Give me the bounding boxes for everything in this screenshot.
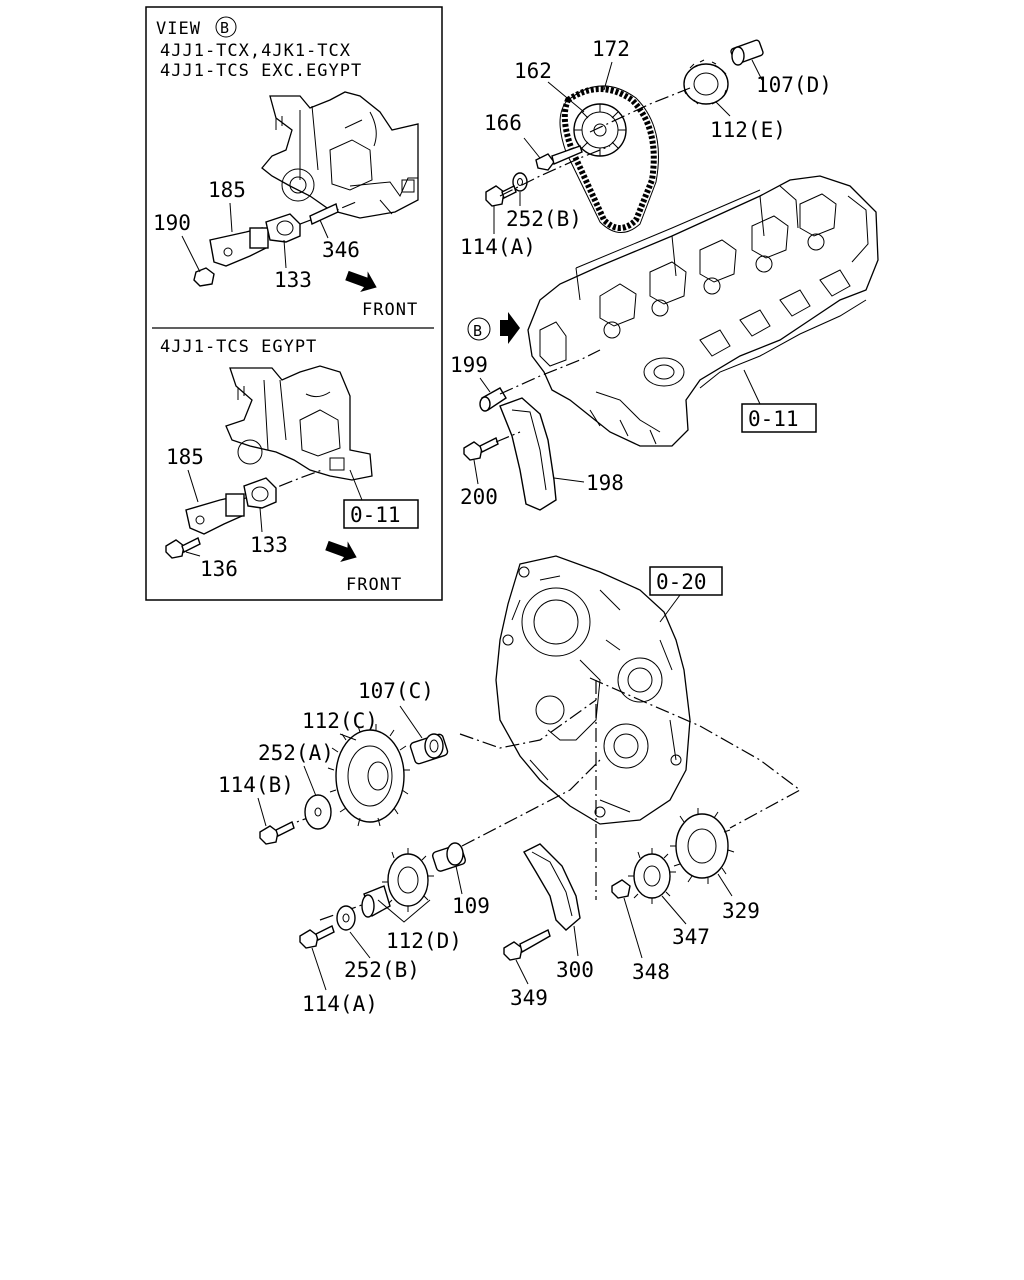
part-107c-bushing <box>409 733 449 765</box>
part-114b-bolt <box>259 821 295 845</box>
cylinder-head <box>527 175 879 447</box>
part-114a-bolt-bottom <box>299 925 335 949</box>
part-136-bolt <box>165 537 201 559</box>
callout-172: 172 <box>592 37 630 61</box>
ref-box-case-label: 0-20 <box>656 570 707 594</box>
callout-114a-top: 114(A) <box>460 235 536 259</box>
part-347-gear <box>628 848 676 904</box>
view-b-inset: VIEW B 4JJ1-TCX,4JK1-TCX 4JJ1-TCS EXC.EG… <box>145 6 443 601</box>
callout-199: 199 <box>450 353 488 377</box>
front-label-bottom: FRONT <box>346 575 402 595</box>
view-b-marker: B <box>473 322 483 340</box>
callout-107c: 107(C) <box>358 679 434 703</box>
part-348-nut <box>611 879 631 899</box>
part-198-chain-guide <box>499 397 557 511</box>
inset-lower-block <box>225 365 373 481</box>
inset-caption-egypt: 4JJ1-TCS EGYPT <box>160 337 317 357</box>
callout-185-bottom: 185 <box>166 445 204 469</box>
view-marker-circle <box>215 16 237 38</box>
callout-166: 166 <box>484 111 522 135</box>
part-112d-gear <box>361 848 434 918</box>
timing-chain-assembly: 172 162 107(D) 166 112(E) 252(B) 114(A) <box>460 37 832 259</box>
callout-112c: 112(C) <box>302 709 378 733</box>
part-329-gear <box>670 808 735 884</box>
part-190-nut <box>193 267 215 287</box>
callout-133-bottom: 133 <box>250 533 288 557</box>
part-200-bolt <box>463 437 499 461</box>
inset-upper-block <box>261 91 419 219</box>
callout-347: 347 <box>672 925 710 949</box>
callout-114b: 114(B) <box>218 773 294 797</box>
front-arrow-bottom-icon <box>325 540 357 563</box>
part-185-bottom <box>185 493 245 535</box>
callout-252b-top: 252(B) <box>506 207 582 231</box>
callout-346: 346 <box>322 238 360 262</box>
callout-112d: 112(D) <box>386 929 462 953</box>
part-349-bolt <box>503 929 551 961</box>
view-b-marker-circle <box>467 317 491 341</box>
part-252a-washer <box>304 794 332 830</box>
callout-252b-bottom: 252(B) <box>344 958 420 982</box>
timing-chain <box>561 86 657 231</box>
callout-185-top: 185 <box>208 178 246 202</box>
view-marker: B <box>220 19 230 37</box>
callout-112e: 112(E) <box>710 118 786 142</box>
ref-box-inset-label: 0-11 <box>350 503 401 527</box>
front-arrow-top-icon <box>345 270 377 293</box>
view-label: VIEW <box>156 19 201 39</box>
inset-caption-line2: 4JJ1-TCS EXC.EGYPT <box>160 61 362 81</box>
callout-109: 109 <box>452 894 490 918</box>
part-346-stud <box>309 203 339 225</box>
ref-box-inset <box>343 499 419 529</box>
view-b-arrow-icon <box>500 312 520 344</box>
callout-162: 162 <box>514 59 552 83</box>
callout-300: 300 <box>556 958 594 982</box>
part-112c-gear <box>327 724 410 827</box>
ref-box-head-label: 0-11 <box>748 407 799 431</box>
inset-caption-line1: 4JJ1-TCX,4JK1-TCX <box>160 41 351 61</box>
part-166-bolt <box>535 153 555 171</box>
part-133-gasket-bottom <box>243 477 277 509</box>
part-185-top <box>209 227 269 267</box>
callout-190: 190 <box>153 211 191 235</box>
callout-329: 329 <box>722 899 760 923</box>
ref-box-case <box>649 566 723 596</box>
callout-133-top: 133 <box>274 268 312 292</box>
part-107d-bushing <box>730 39 764 66</box>
callout-252a: 252(A) <box>258 741 334 765</box>
callout-349: 349 <box>510 986 548 1010</box>
part-114a-bolt-top <box>485 185 517 207</box>
callout-200: 200 <box>460 485 498 509</box>
part-300-tensioner <box>523 843 581 931</box>
part-112e-gear <box>683 59 729 105</box>
callout-348: 348 <box>632 960 670 984</box>
timing-gear-case <box>495 555 691 825</box>
part-133-gasket-top <box>265 213 301 243</box>
part-109-bushing <box>431 842 467 872</box>
callout-136: 136 <box>200 557 238 581</box>
callout-114a-bottom: 114(A) <box>302 992 378 1016</box>
front-label-top: FRONT <box>362 300 418 320</box>
callout-198: 198 <box>586 471 624 495</box>
callout-107d: 107(D) <box>756 73 832 97</box>
part-252b-washer-bottom <box>336 905 356 931</box>
ref-box-head <box>741 403 817 433</box>
